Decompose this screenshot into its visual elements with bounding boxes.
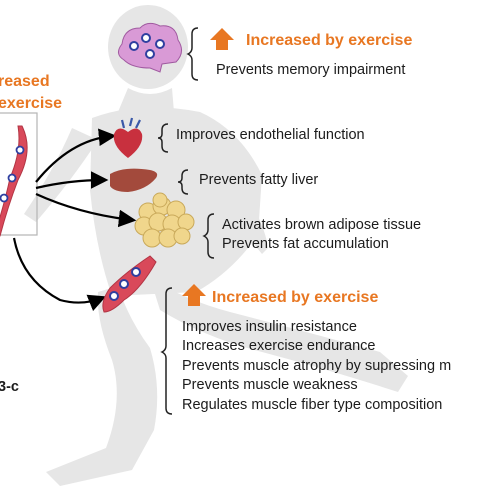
muscle-icon: [102, 255, 157, 313]
liver-effect: Prevents fatty liver: [199, 172, 319, 188]
heart-icon: [113, 117, 143, 158]
braces: [157, 27, 215, 415]
connection-arrows: [12, 128, 137, 312]
muscle-effect: Increases exercise endurance: [182, 338, 376, 354]
left-panel-label-2: exercise: [0, 95, 63, 112]
muscle-effect: Improves insulin resistance: [182, 319, 357, 335]
orange-up-arrow-icon: [182, 284, 206, 306]
muscle-effect: Prevents muscle atrophy by supressing m: [182, 358, 452, 374]
adipose-icon: [134, 192, 195, 248]
liver-icon: [110, 168, 158, 192]
brain-icon: [118, 22, 182, 73]
orange-up-arrow-icon: [210, 28, 234, 50]
brain-effect: Prevents memory impairment: [216, 62, 406, 78]
left-bottom-label: 3-c: [0, 379, 19, 395]
left-muscle-icon: [0, 125, 28, 237]
adipose-effect-2: Prevents fat accumulation: [222, 236, 389, 252]
left-panel-box: [0, 112, 38, 236]
brain-header: Increased by exercise: [246, 32, 413, 49]
muscle-header: Increased by exercise: [212, 289, 379, 306]
left-panel-label-1: reased: [0, 73, 50, 90]
heart-effect: Improves endothelial function: [176, 127, 365, 143]
adipose-effect-1: Activates brown adipose tissue: [222, 217, 422, 233]
muscle-effect: Prevents muscle weakness: [182, 377, 358, 393]
muscle-effect: Regulates muscle fiber type composition: [182, 397, 443, 413]
